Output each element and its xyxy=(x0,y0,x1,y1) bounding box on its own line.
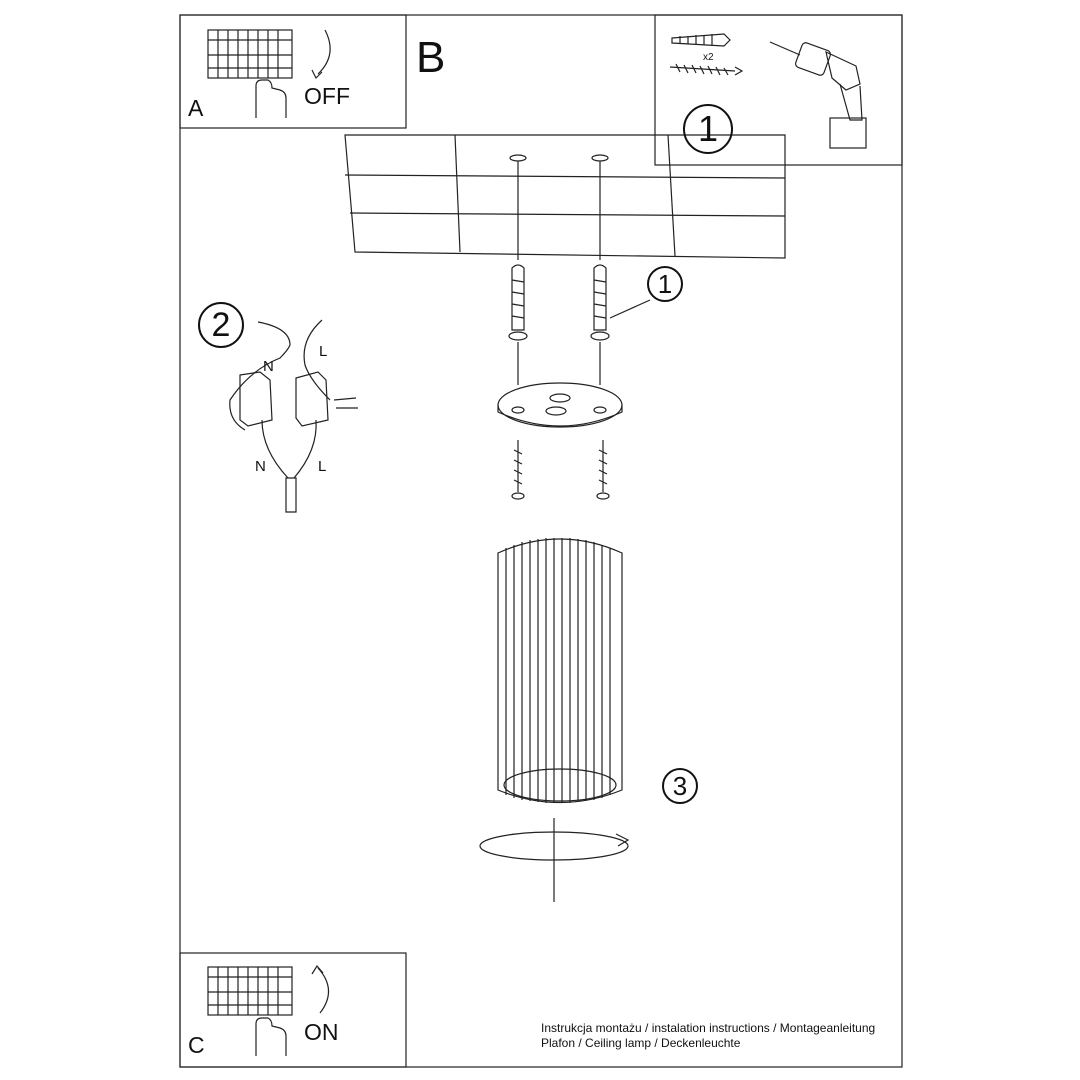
caption-line-2: Plafon / Ceiling lamp / Deckenleuchte xyxy=(541,1036,741,1050)
ceiling-panels xyxy=(344,134,786,260)
callout-3-number: 3 xyxy=(672,770,688,801)
panel-tools-frame xyxy=(654,14,903,166)
step-1-number: 1 xyxy=(697,108,719,149)
drill-icon xyxy=(769,41,867,149)
panel-c-frame xyxy=(179,952,407,1068)
callout-2-number: 2 xyxy=(211,305,231,344)
wire-label-l-top: L xyxy=(319,343,328,360)
callout-3-badge: 3 xyxy=(662,768,698,804)
screw-right xyxy=(596,440,610,500)
screw-left xyxy=(511,440,525,500)
arrow-down-icon xyxy=(317,29,331,75)
wire-label-n-bottom: N xyxy=(255,458,266,475)
caption: Instrukcja montażu / instalation instruc… xyxy=(541,1021,875,1051)
callout-1-badge: 1 xyxy=(647,266,683,302)
wire-label-n-top: N xyxy=(263,358,274,375)
wall-plug-left xyxy=(508,264,528,341)
panel-a-frame xyxy=(179,14,407,129)
off-label: OFF xyxy=(304,83,350,109)
wire-label-l-bottom: L xyxy=(318,458,327,475)
outer-frame xyxy=(179,14,903,1068)
wall-plug-icon xyxy=(671,33,731,47)
panel-c-letter: C xyxy=(188,1032,205,1058)
panel-b-letter: B xyxy=(416,33,446,82)
screw-icon xyxy=(669,63,744,76)
on-label: ON xyxy=(304,1019,339,1045)
leader-line-1 xyxy=(609,299,651,319)
arrow-up-icon xyxy=(317,967,330,1014)
callout-1-number: 1 xyxy=(657,268,673,299)
caption-line-1: Instrukcja montażu / instalation instruc… xyxy=(541,1021,876,1035)
rotation-arrow-icon xyxy=(479,831,630,861)
panel-a-letter: A xyxy=(188,95,204,121)
callout-2-badge: 2 xyxy=(198,302,244,348)
step-1-badge: 1 xyxy=(683,104,733,154)
switchboard-on-icon xyxy=(207,966,293,1056)
switchboard-off-icon xyxy=(207,29,293,118)
wiring-diagram xyxy=(229,319,358,513)
mounting-plate xyxy=(497,382,623,428)
lamp-cylinder xyxy=(497,538,623,804)
quantity-label: x2 xyxy=(703,52,714,63)
wall-plug-right xyxy=(590,264,610,341)
